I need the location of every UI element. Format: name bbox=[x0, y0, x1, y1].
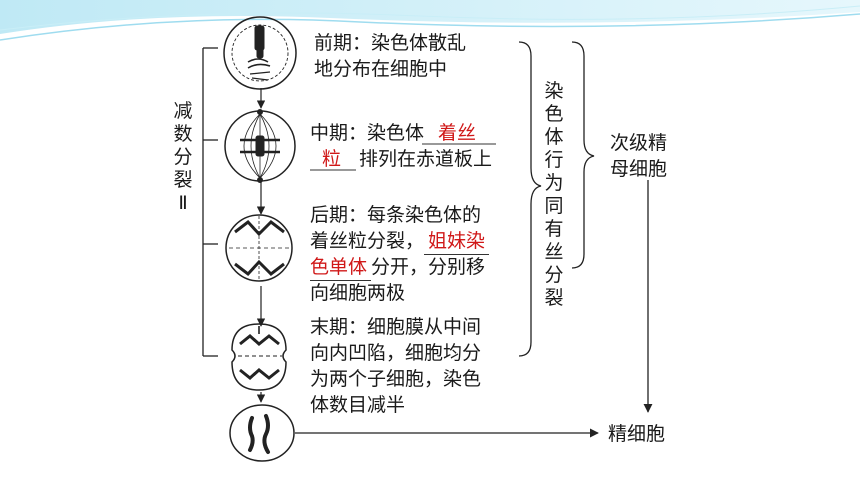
anaphase-line-1: 后期：每条染色体的 bbox=[310, 204, 482, 226]
anaphase-answer-2: 色单体 bbox=[310, 254, 372, 281]
metaphase-prefix: 中期：染色体 bbox=[310, 122, 425, 144]
secondary-spermatocyte-line-1: 次级精 bbox=[610, 132, 668, 154]
metaphase-suffix: 排列在赤道板上 bbox=[359, 148, 493, 170]
anaphase-answer-1: 姐妹染 bbox=[424, 228, 490, 255]
anaphase-line-3: 色单体分开，分别移 bbox=[310, 254, 485, 281]
curly-brace-stages bbox=[518, 41, 542, 357]
cell-spermatid bbox=[229, 404, 295, 462]
anaphase-line-4: 向细胞两极 bbox=[310, 282, 406, 304]
prophase-line-1: 前期：染色体散乱 bbox=[314, 32, 467, 54]
anaphase-line2-prefix: 着丝粒分裂， bbox=[310, 230, 425, 252]
metaphase-answer-1: 着丝 bbox=[438, 122, 477, 144]
telophase-line-4: 体数目减半 bbox=[310, 394, 406, 416]
telophase-line-3: 为两个子细胞，染色 bbox=[310, 368, 482, 390]
chromosome-behavior-label: 染色体行为同有丝分裂 bbox=[544, 80, 564, 309]
meiosis-ii-label: 减数分裂Ⅱ bbox=[173, 100, 193, 214]
top-banner-decoration bbox=[0, 0, 860, 41]
anaphase-line3-suffix: 分开，分别移 bbox=[371, 256, 486, 278]
metaphase-answer-2: 粒 bbox=[322, 148, 342, 170]
spermatid-label: 精细胞 bbox=[608, 423, 666, 445]
cell-prophase bbox=[223, 16, 297, 90]
secondary-spermatocyte-line-2: 母细胞 bbox=[610, 158, 668, 180]
cell-metaphase bbox=[224, 109, 296, 183]
left-bracket bbox=[202, 47, 218, 357]
cell-anaphase bbox=[225, 214, 293, 282]
metaphase-line-2: 粒排列在赤道板上 bbox=[310, 146, 492, 172]
cell-telophase bbox=[231, 323, 287, 391]
telophase-line-1: 末期：细胞膜从中间 bbox=[310, 316, 482, 338]
anaphase-line-2: 着丝粒分裂，姐妹染 bbox=[310, 228, 490, 255]
telophase-line-2: 向内凹陷，细胞均分 bbox=[310, 342, 482, 364]
metaphase-line-1: 中期：染色体着丝 bbox=[310, 120, 476, 146]
curly-brace-outer bbox=[571, 41, 595, 269]
prophase-line-2: 地分布在细胞中 bbox=[314, 58, 448, 80]
